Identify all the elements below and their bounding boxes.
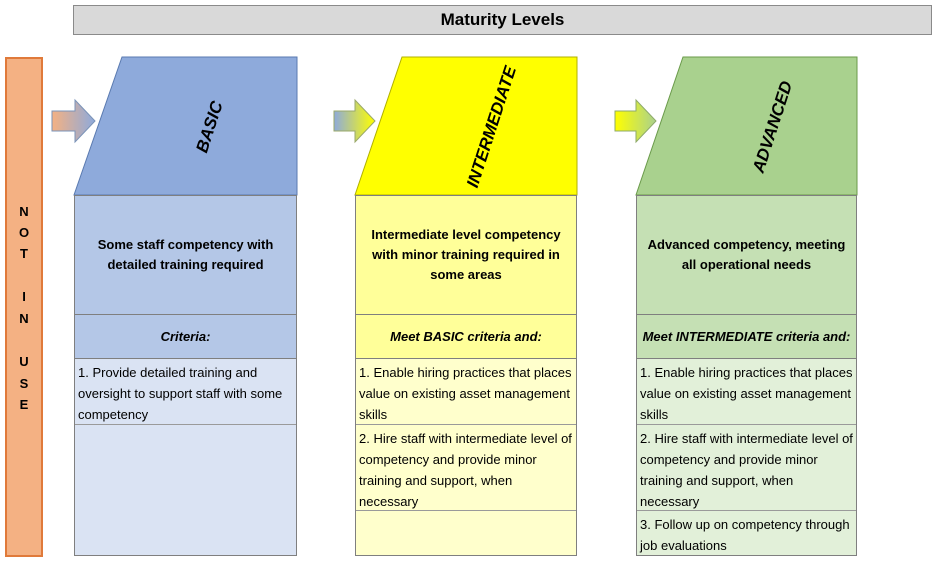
not-in-use-bar: N O T I N U S E [5, 57, 43, 557]
not-in-use-letter: S [19, 376, 29, 391]
basic-criteria-item: 1. Provide detailed training and oversig… [75, 359, 296, 425]
intermediate-column: Intermediate level competency with minor… [355, 195, 577, 556]
advanced-column: Advanced competency, meeting all operati… [636, 195, 857, 556]
not-in-use-letter: T [20, 246, 28, 261]
advanced-header-shape [635, 56, 858, 196]
not-in-use-letter: I [22, 289, 26, 304]
intermediate-criteria-item: 1. Enable hiring practices that places v… [356, 359, 576, 425]
maturity-levels-header: Maturity Levels [73, 5, 932, 35]
advanced-description: Advanced competency, meeting all operati… [637, 196, 856, 315]
intermediate-criteria: Meet BASIC criteria and: [356, 315, 576, 359]
advanced-criteria: Meet INTERMEDIATE criteria and: [637, 315, 856, 359]
intermediate-criteria-text: Meet BASIC criteria and: [390, 328, 542, 344]
not-in-use-letter: O [18, 225, 30, 240]
arrow-to-intermediate-icon [333, 98, 376, 144]
basic-criteria: Criteria: [75, 315, 296, 359]
advanced-criteria-item: 3. Follow up on competency through job e… [640, 517, 850, 553]
basic-criteria-text: Criteria: [160, 328, 211, 344]
intermediate-header-shape [354, 56, 578, 196]
advanced-criteria-item: 1. Enable hiring practices that places v… [637, 359, 856, 425]
intermediate-description: Intermediate level competency with minor… [356, 196, 576, 315]
arrow-to-advanced-icon [614, 98, 657, 144]
advanced-criteria-item: 2. Hire staff with intermediate level of… [637, 425, 856, 511]
not-in-use-letter: E [19, 397, 29, 412]
advanced-criteria-text: Meet INTERMEDIATE criteria and: [642, 328, 851, 344]
basic-column: Some staff competency with detailed trai… [74, 195, 297, 556]
basic-description: Some staff competency with detailed trai… [75, 196, 296, 315]
not-in-use-letter: N [19, 204, 29, 219]
basic-header-shape [73, 56, 298, 196]
header-title: Maturity Levels [440, 10, 565, 29]
arrow-to-basic-icon [51, 98, 96, 144]
advanced-description-text: Advanced competency, meeting all operati… [647, 237, 846, 272]
intermediate-description-text: Intermediate level competency with minor… [371, 227, 561, 282]
not-in-use-letter: U [19, 354, 29, 369]
not-in-use-letter: N [19, 311, 29, 326]
intermediate-criteria-item: 2. Hire staff with intermediate level of… [356, 425, 576, 511]
basic-description-text: Some staff competency with detailed trai… [97, 237, 274, 272]
